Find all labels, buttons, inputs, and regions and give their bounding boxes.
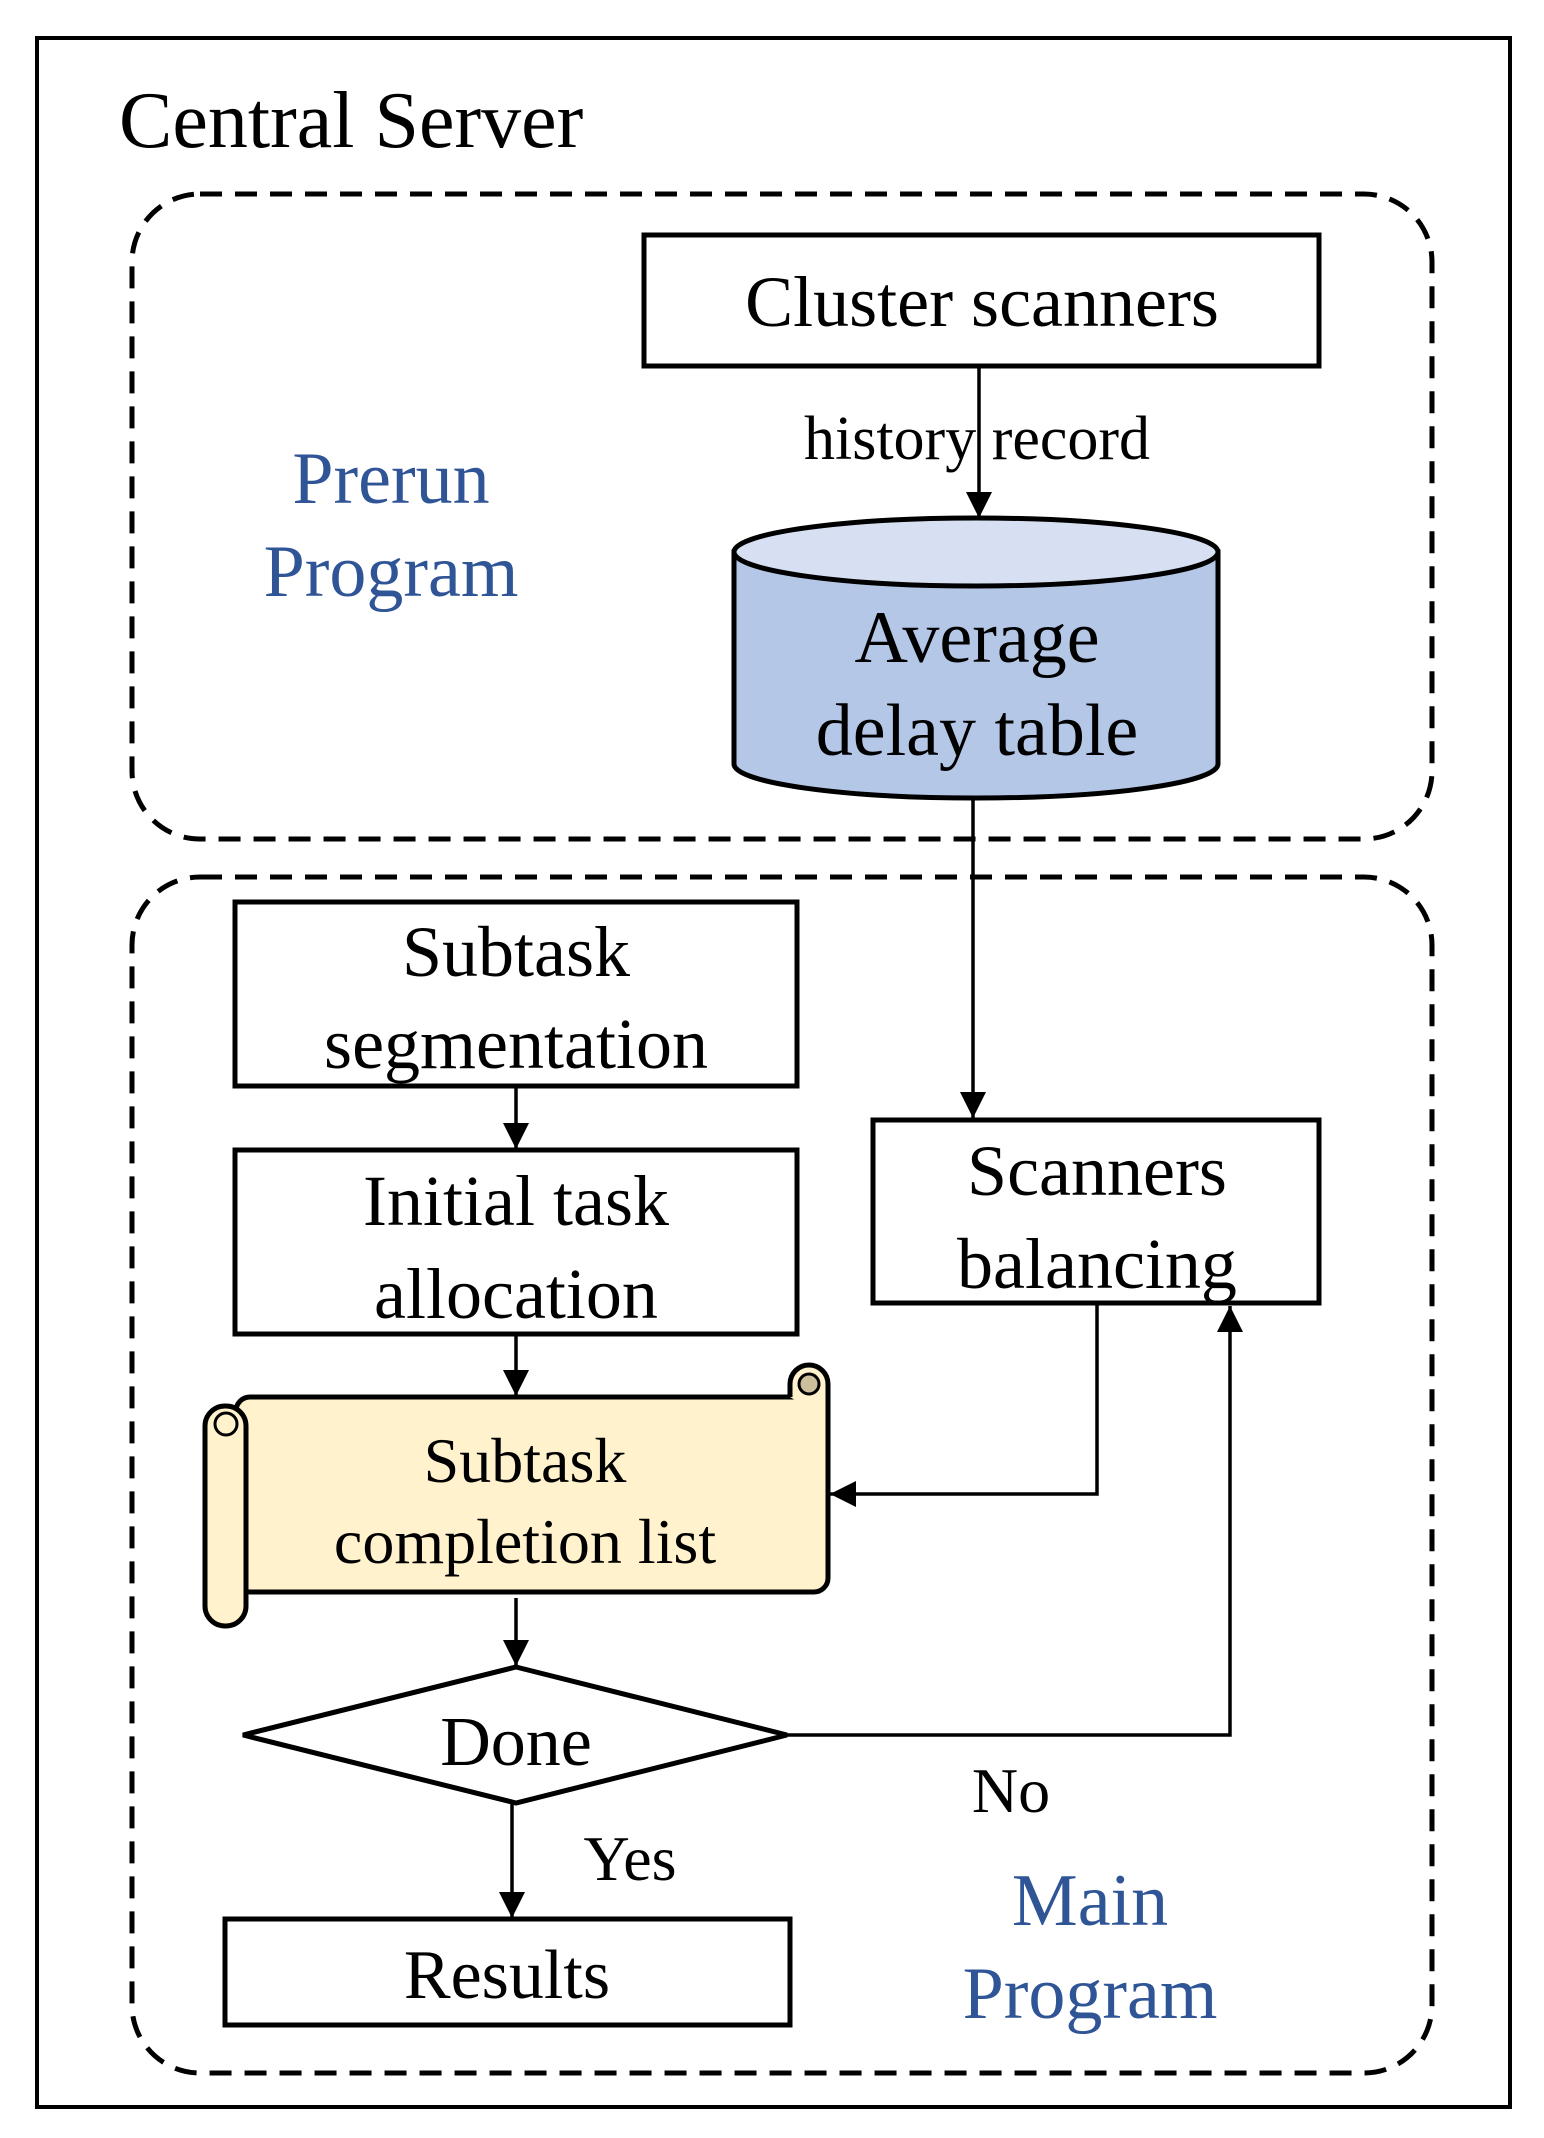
prerun-label-line-1: Prerun: [292, 438, 489, 520]
subtask-completion-list-scroll: [202, 1362, 831, 1629]
initial-task-allocation-box: [232, 1147, 800, 1337]
average-delay-table-database: [731, 549, 1221, 801]
database-label-line-1: Average: [854, 597, 1099, 679]
balancing-to-list-arrow: [830, 1303, 1099, 1507]
main-label-line-1: Main: [1012, 1860, 1168, 1942]
done-decision-diamond: [242, 1664, 788, 1806]
main-program-group: [129, 874, 1435, 2076]
database-top-ellipse: [731, 515, 1221, 589]
cluster-scanners-box: [641, 232, 1322, 369]
history-record-label: history record: [804, 405, 1150, 473]
subtask-segmentation-line-2: segmentation: [324, 1004, 708, 1084]
scanners-balancing-line-1: Scanners: [967, 1131, 1227, 1211]
no-branch-label: No: [972, 1755, 1050, 1826]
database-label-line-2: delay table: [816, 690, 1139, 772]
scanners-balancing-line-2: balancing: [957, 1224, 1237, 1304]
completion-list-line-1: Subtask: [424, 1425, 627, 1496]
no-branch-arrow: [787, 1306, 1243, 1737]
prerun-program-group: [129, 191, 1435, 842]
results-box: [222, 1916, 793, 2028]
initial-allocation-line-2: allocation: [374, 1254, 658, 1334]
scroll-left-curl: [213, 1411, 239, 1437]
results-label: Results: [404, 1937, 610, 2014]
scroll-left-roll: [202, 1403, 249, 1629]
scroll-top-curl-inner: [797, 1372, 821, 1396]
done-decision-label: Done: [440, 1704, 592, 1781]
central-server-title: Central Server: [119, 77, 583, 165]
completion-list-line-2: completion list: [334, 1506, 716, 1577]
yes-branch-label: Yes: [583, 1823, 676, 1894]
main-label-line-2: Program: [963, 1953, 1218, 2035]
initial-allocation-line-1: Initial task: [363, 1161, 669, 1241]
cluster-scanners-label: Cluster scanners: [745, 262, 1219, 342]
prerun-label-line-2: Program: [264, 531, 519, 613]
subtask-segmentation-line-1: Subtask: [402, 912, 630, 992]
